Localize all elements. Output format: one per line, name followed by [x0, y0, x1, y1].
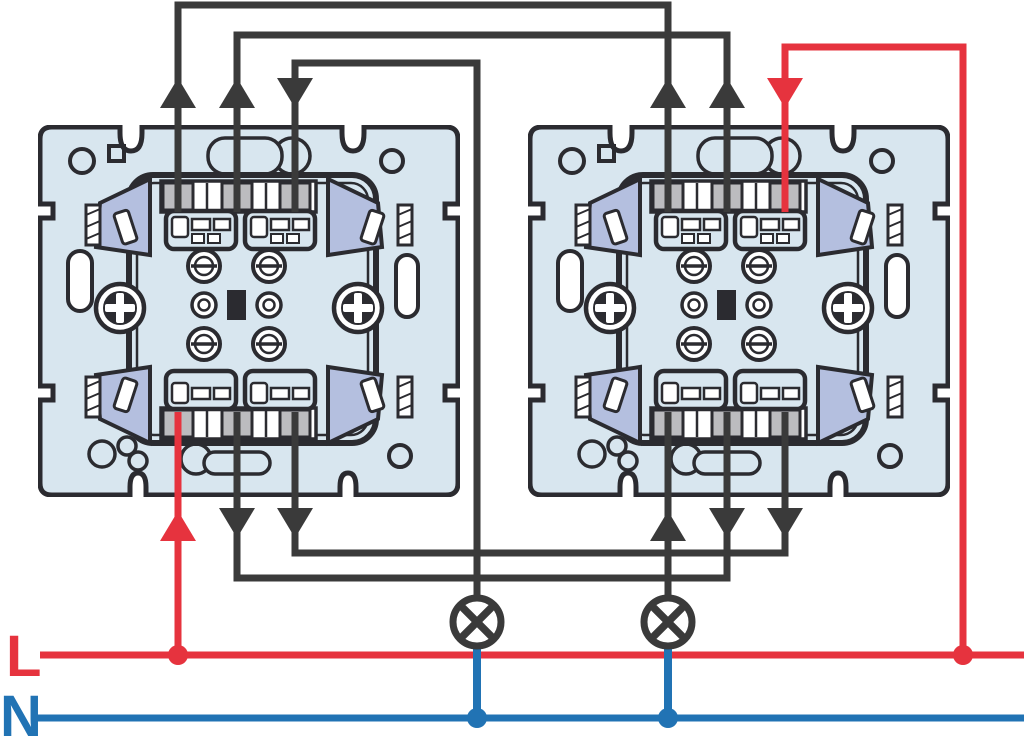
traveler-wire-top-1 — [174, 1, 672, 212]
live-rail-label: L — [6, 624, 41, 689]
junction-live-switch2 — [953, 645, 973, 665]
switch1-to-lamp1-wire — [291, 59, 481, 600]
arrow-switch1-bottom-3-icon — [277, 508, 313, 538]
arrow-switch2-top-live-icon — [767, 78, 803, 108]
arrow-switch1-bottom-2-icon — [219, 508, 255, 538]
junction-live-switch1 — [168, 645, 188, 665]
live-feed-to-switch2 — [781, 43, 967, 655]
arrow-switch1-bottom-live-icon — [160, 511, 196, 541]
junction-neutral-lamp2 — [658, 708, 678, 728]
arrow-switch1-top-2-icon — [219, 78, 255, 108]
traveler-wire-bottom-1 — [233, 412, 731, 582]
arrow-layer — [160, 78, 803, 541]
lamp-layer — [449, 594, 696, 650]
lamp-cross-icon — [648, 602, 688, 642]
arrow-switch2-bottom-3-icon — [767, 508, 803, 538]
arrow-switch1-top-1-icon — [160, 78, 196, 108]
lamp-2 — [640, 594, 696, 650]
wire-layer — [36, 1, 1024, 722]
arrow-switch2-top-2-icon — [709, 78, 745, 108]
neutral-rail-label: N — [0, 684, 42, 737]
arrow-switch2-top-1-icon — [650, 78, 686, 108]
arrow-switch1-top-3-icon — [277, 78, 313, 108]
junction-layer — [168, 645, 973, 728]
switch-mechanism-left — [40, 127, 458, 495]
lamp-1 — [449, 594, 505, 650]
switch-mechanism-right — [530, 127, 948, 495]
traveler-wire-bottom-2 — [291, 412, 789, 557]
lamp-cross-icon — [457, 602, 497, 642]
arrow-switch2-bottom-lamp-icon — [650, 511, 686, 541]
traveler-wire-top-2 — [233, 31, 731, 212]
arrow-switch2-bottom-2-icon — [709, 508, 745, 538]
junction-neutral-lamp1 — [467, 708, 487, 728]
